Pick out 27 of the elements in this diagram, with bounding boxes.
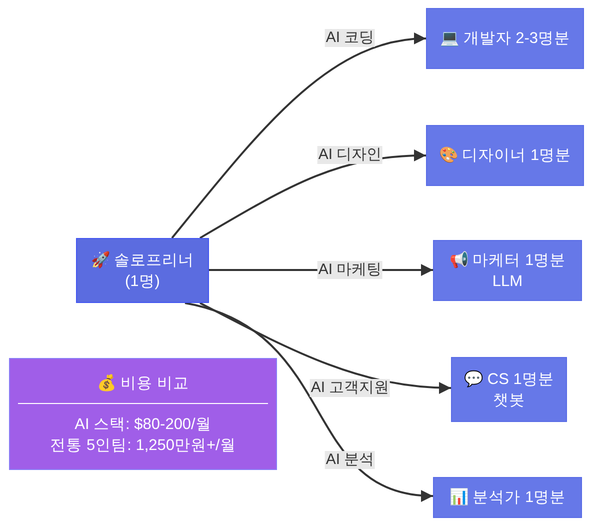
cost-comparison-box <box>9 358 277 470</box>
role-box <box>426 8 584 69</box>
arrow <box>184 302 434 501</box>
role-box <box>433 477 582 518</box>
role-box <box>426 125 584 186</box>
edge-label: AI 분석 <box>324 451 376 469</box>
box-subtitle: AI 스택: $80-200/월 <box>74 414 212 434</box>
arrow <box>171 33 426 239</box>
box-subtitle: 챗봇 <box>493 390 525 410</box>
role-box <box>433 240 582 301</box>
edge-label: AI 코딩 <box>324 29 376 47</box>
box-title: 💰 비용 비교 <box>97 373 189 394</box>
role-box <box>451 357 567 422</box>
founder-box <box>76 238 209 303</box>
arrow <box>200 302 452 394</box>
box-title: 📊 분석가 1명분 <box>449 487 566 508</box>
box-title: 📢 마케터 1명분 <box>449 250 566 270</box>
arrow <box>200 150 426 239</box>
edge-label: AI 마케팅 <box>317 261 383 279</box>
box-title: 🎨 디자이너 1명분 <box>438 146 572 166</box>
edge-label: AI 디자인 <box>317 146 383 164</box>
box-title: 💬 CS 1명분 <box>464 369 554 390</box>
box-subtitle: LLM <box>492 272 523 292</box>
box-title: 💻 개발자 2-3명분 <box>440 29 570 49</box>
box-title: 🚀 솔로프리너 (1명) <box>90 250 196 292</box>
box-subtitle: 전통 5인팀: 1,250만원+/월 <box>50 436 236 456</box>
edge-label: AI 고객지원 <box>310 379 390 397</box>
